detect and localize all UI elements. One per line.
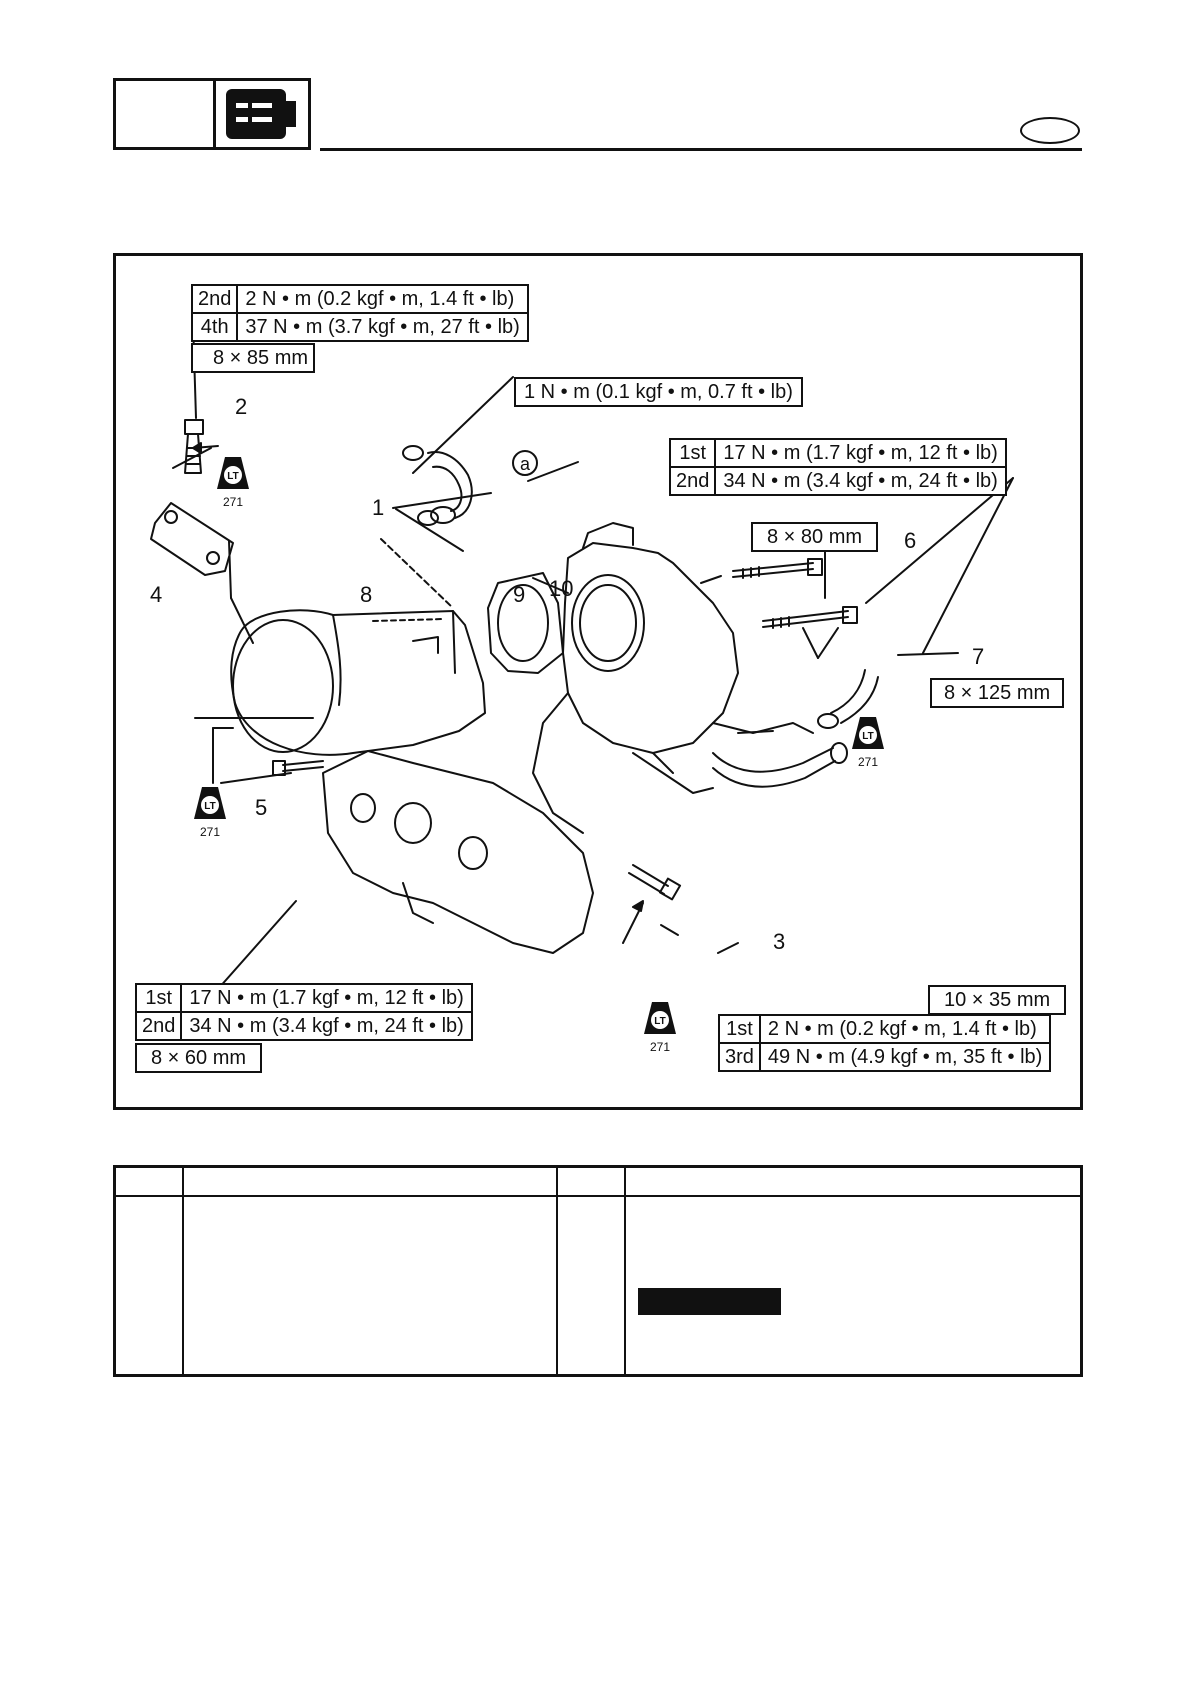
leader-line-6b xyxy=(865,477,1014,604)
lt-271-icon: LT 271 xyxy=(190,785,230,839)
parts-table-header-rule xyxy=(113,1195,1083,1197)
leader-line-7b xyxy=(922,477,1014,654)
exploded-diagram-frame xyxy=(113,253,1083,1110)
language-oval xyxy=(1020,117,1080,144)
svg-text:LT: LT xyxy=(654,1016,665,1027)
callout-1: 1 xyxy=(372,495,385,520)
lt-271-icon: LT 271 xyxy=(213,455,253,509)
redaction-bar xyxy=(638,1288,781,1315)
callout-6: 6 xyxy=(904,528,917,553)
bolt-size-part-5: 8 × 60 mm xyxy=(135,1043,263,1073)
leader-line-1a xyxy=(412,376,514,474)
lt-271-icon: LT 271 xyxy=(848,715,888,769)
parts-table-col-divider xyxy=(624,1165,626,1377)
svg-text:LT: LT xyxy=(227,471,238,482)
callout-2: 2 xyxy=(235,394,248,419)
callout-4: 4 xyxy=(150,582,163,607)
chapter-number-box xyxy=(113,78,216,150)
leader-line-3 xyxy=(717,942,739,954)
svg-text:LT: LT xyxy=(204,801,215,812)
leader-line-7 xyxy=(897,652,959,656)
engine-exhaust-drawing xyxy=(150,320,1014,1016)
callout-a: a xyxy=(512,450,538,476)
callout-3: 3 xyxy=(773,929,786,954)
lt-271-icon: LT 271 xyxy=(640,1000,680,1054)
callout-5: 5 xyxy=(255,795,268,820)
callout-10: 10 xyxy=(549,576,574,601)
engine-block-icon xyxy=(226,89,296,139)
callout-9: 9 xyxy=(513,582,526,607)
bolt-size-part-6: 8 × 80 mm xyxy=(751,522,879,552)
chapter-icon-box xyxy=(213,78,311,150)
header-rule xyxy=(320,148,1082,151)
torque-spec-part-1: 1 N • m (0.1 kgf • m, 0.7 ft • lb) xyxy=(514,377,803,407)
callout-7: 7 xyxy=(972,644,985,669)
bolt-size-part-2: 8 × 85 mm xyxy=(191,343,315,373)
parts-table xyxy=(113,1165,1083,1377)
leader-line-1b xyxy=(392,492,492,509)
leader-line-a xyxy=(527,461,579,482)
parts-table-col-divider xyxy=(556,1165,558,1377)
svg-text:LT: LT xyxy=(862,731,873,742)
bolt-size-part-7: 8 × 125 mm xyxy=(930,678,1065,708)
callout-8: 8 xyxy=(360,582,373,607)
leader-line-1c xyxy=(395,508,464,552)
parts-table-col-divider xyxy=(182,1165,184,1377)
bolt-size-part-3: 10 × 35 mm xyxy=(928,985,1067,1015)
